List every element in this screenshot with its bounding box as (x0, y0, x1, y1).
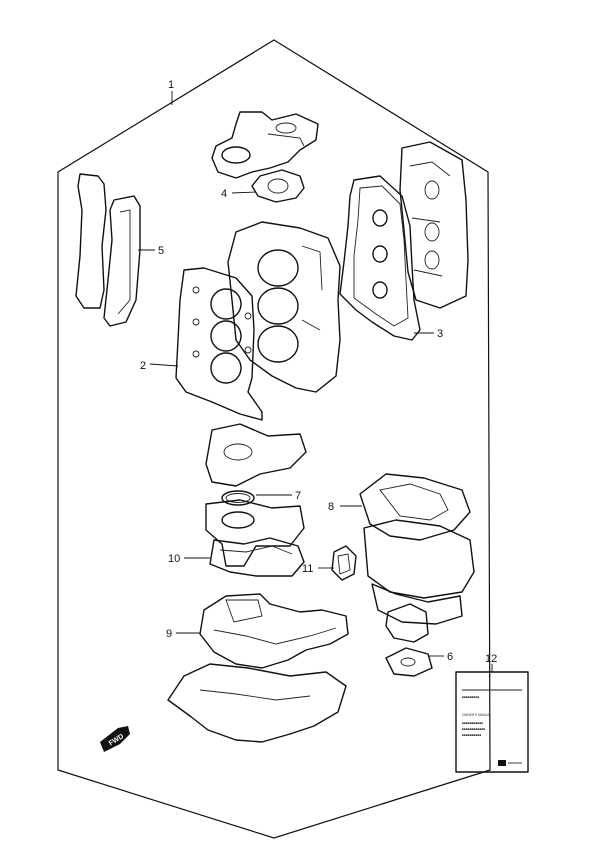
callout-2[interactable]: 2 (140, 360, 146, 372)
callout-5[interactable]: 5 (158, 245, 164, 257)
gasket-9 (199, 593, 349, 669)
head-cover-gasket-3 (339, 175, 421, 341)
callout-12[interactable]: 12 (485, 653, 497, 665)
lower-case (167, 663, 347, 743)
svg-text:■■■■■■■■■: ■■■■■■■■■ (462, 695, 479, 699)
owners-manual-12: ■■■■■■■■■ OWNER'S MANUAL ■■■■■■■■■■■ ■■■… (455, 671, 529, 773)
o-ring-7 (221, 490, 255, 506)
callout-6[interactable]: 6 (447, 651, 453, 663)
svg-text:■■■■■■■■■■■: ■■■■■■■■■■■ (462, 721, 483, 725)
suzuki-logo-icon (498, 760, 506, 766)
callout-3[interactable]: 3 (437, 328, 443, 340)
head-cover (399, 141, 469, 309)
gasket-4 (251, 169, 305, 203)
oil-pan (363, 519, 475, 625)
gasket-5 (75, 173, 141, 327)
svg-text:■■■■■■■■■■■■: ■■■■■■■■■■■■ (462, 727, 485, 731)
gasket-6 (385, 647, 433, 677)
svg-text:OWNER'S MANUAL: OWNER'S MANUAL (462, 713, 491, 717)
callout-1[interactable]: 1 (168, 79, 174, 91)
cylinder-block (227, 221, 341, 393)
adapter-upper (205, 423, 307, 487)
upper-cover (211, 111, 319, 179)
fwd-arrow-icon: FWD (100, 726, 130, 752)
gasket-11 (331, 545, 357, 581)
gasket-8 (359, 473, 471, 541)
bracket (385, 603, 429, 643)
svg-text:■■■■■■■■■■: ■■■■■■■■■■ (462, 733, 481, 737)
callout-10[interactable]: 10 (168, 553, 180, 565)
callout-7[interactable]: 7 (295, 490, 301, 502)
callout-8[interactable]: 8 (328, 501, 334, 513)
callout-11[interactable]: 11 (302, 563, 313, 575)
callout-9[interactable]: 9 (166, 628, 172, 640)
kit-boundary (57, 39, 491, 839)
gasket-10 (209, 537, 305, 577)
tube-housing (205, 499, 305, 567)
callout-4[interactable]: 4 (221, 188, 227, 200)
head-gasket-2 (175, 267, 263, 421)
